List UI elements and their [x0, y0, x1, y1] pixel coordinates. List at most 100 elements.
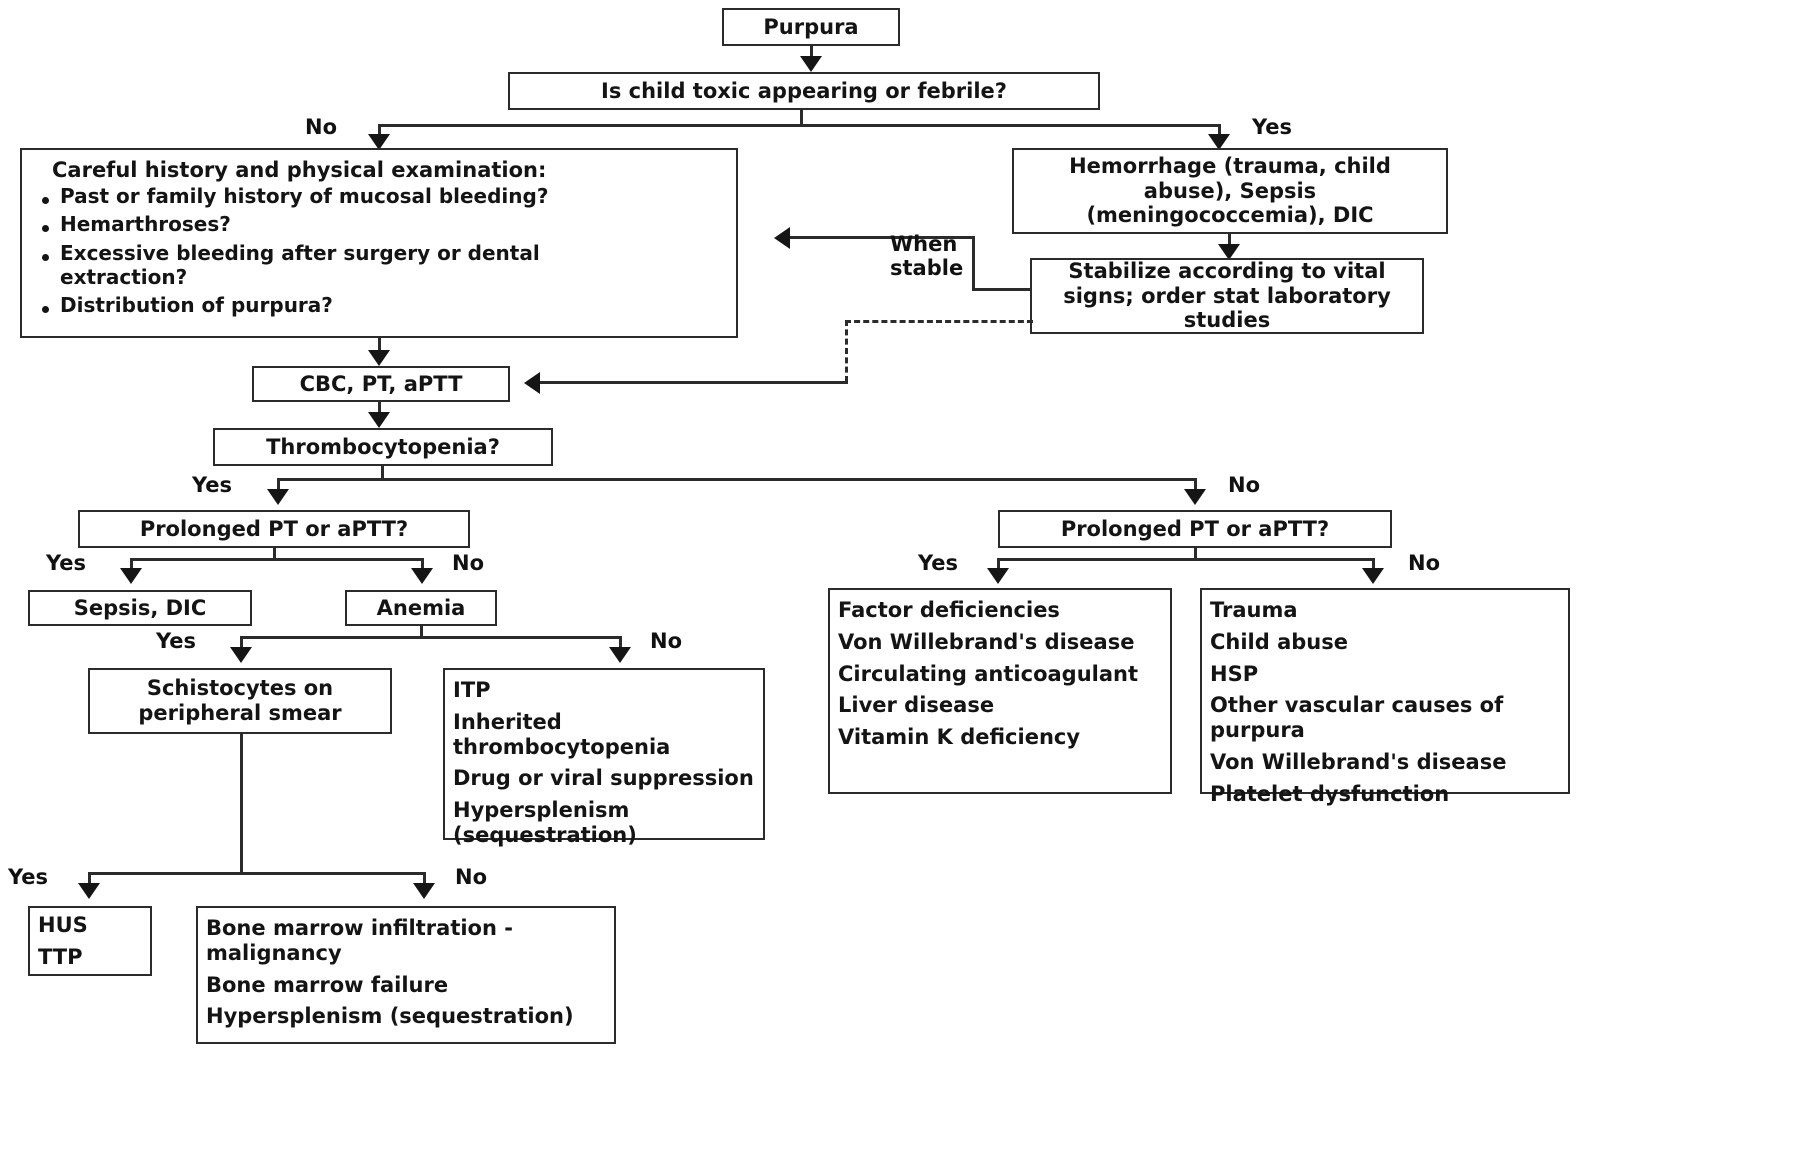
node-bone-marrow-causes: Bone marrow infiltration - malignancy Bo…	[196, 906, 616, 1044]
arrowhead-cbc-to-thrombo	[368, 412, 390, 428]
list-item: Other vascular causes of purpura	[1210, 693, 1504, 743]
list-item: TTP	[38, 944, 83, 969]
node-prolonged-right: Prolonged PT or aPTT?	[998, 510, 1392, 548]
edge-right-pt-yes-drop	[997, 558, 1000, 574]
node-prolonged-right-label: Prolonged PT or aPTT?	[1060, 516, 1330, 541]
edge-history-to-cbc	[378, 338, 381, 360]
list-item: Factor deficiencies	[838, 598, 1060, 622]
edge-label-right-pt-yes: Yes	[918, 551, 959, 575]
list-item: Past or family history of mucosal bleedi…	[42, 184, 620, 209]
list-item: Hemarthroses?	[42, 213, 728, 237]
edge-hemorrhage-to-stabilize	[1228, 234, 1231, 252]
edge-toxic-stem	[800, 110, 803, 126]
arrowhead-right-pt-no	[1362, 568, 1384, 584]
arrowhead-toxic-no	[368, 134, 390, 150]
edge-label-schisto-no: No	[455, 865, 488, 889]
list-item: Von Willebrand's disease	[1210, 749, 1507, 774]
node-history-exam: Careful history and physical examination…	[20, 148, 738, 338]
edge-stabilize-to-cbc-dashed-v	[845, 320, 848, 382]
edge-thrombo-bus	[277, 478, 1197, 481]
list-item: Trauma	[1210, 598, 1298, 622]
list-item: Von Willebrand's disease	[838, 629, 1135, 654]
edge-left-pt-no-drop	[421, 558, 424, 574]
node-hemorrhage-label: Hemorrhage (trauma, child abuse), Sepsis…	[1069, 153, 1391, 228]
node-itp-causes: ITP Inherited thrombocytopenia Drug or v…	[443, 668, 765, 847]
list-item: ITP	[453, 678, 491, 702]
edge-toxic-bus	[378, 124, 1221, 127]
edge-schistocytes-bus	[88, 872, 426, 875]
node-hemorrhage-sepsis-dic: Hemorrhage (trauma, child abuse), Sepsis…	[1012, 148, 1448, 234]
node-stabilize: Stabilize according to vital signs; orde…	[1030, 258, 1424, 334]
node-anemia: Anemia	[345, 590, 497, 626]
node-anemia-label: Anemia	[376, 595, 466, 620]
edge-label-left-pt-yes: Yes	[46, 551, 87, 575]
edge-label-toxic-yes: Yes	[1252, 115, 1293, 139]
arrowhead-toxic-yes	[1208, 134, 1230, 150]
arrowhead-left-pt-yes	[120, 568, 142, 584]
edge-label-right-pt-no: No	[1408, 551, 1441, 575]
edge-anemia-stem	[420, 626, 423, 638]
arrowhead-to-cbc	[524, 372, 540, 394]
history-exam-list: Past or family history of mucosal bleedi…	[30, 184, 728, 318]
arrowhead-when-stable	[774, 227, 790, 249]
edge-stabilize-to-cbc-dashed-h	[845, 320, 1033, 323]
arrowhead-thrombo-yes	[267, 489, 289, 505]
edge-prolonged-right-stem	[1194, 548, 1197, 560]
node-history-exam-title: Careful history and physical examination…	[52, 158, 547, 182]
node-cbc-label: CBC, PT, aPTT	[299, 371, 463, 396]
node-prolonged-left: Prolonged PT or aPTT?	[78, 510, 470, 548]
node-factor-deficiency-causes: Factor deficiencies Von Willebrand's dis…	[828, 588, 1172, 794]
list-item: Distribution of purpura?	[42, 294, 728, 318]
factor-causes-list: Factor deficiencies Von Willebrand's dis…	[830, 590, 1170, 752]
edge-anemia-bus	[240, 636, 622, 639]
edge-left-pt-yes-drop	[130, 558, 133, 574]
edge-anemia-no-drop	[619, 636, 622, 654]
edge-schisto-no-drop	[423, 872, 426, 890]
edge-prolonged-left-bus	[130, 558, 424, 561]
edge-thrombo-stem	[381, 466, 384, 480]
list-item: HSP	[1210, 661, 1259, 686]
arrowhead-anemia-yes	[230, 647, 252, 663]
list-item: Excessive bleeding after surgery or dent…	[42, 241, 640, 289]
arrowhead-schisto-no	[413, 883, 435, 899]
arrowhead-thrombo-no	[1184, 489, 1206, 505]
list-item: Drug or viral suppression	[453, 766, 754, 791]
arrowhead-right-pt-yes	[987, 568, 1009, 584]
hus-ttp-list: HUS TTP	[30, 911, 150, 972]
list-item: Child abuse	[1210, 629, 1348, 654]
node-purpura: Purpura	[722, 8, 900, 46]
edge-stabilize-to-cbc-solid	[538, 381, 848, 384]
node-sepsis-dic: Sepsis, DIC	[28, 590, 252, 626]
edge-label-left-pt-no: No	[452, 551, 485, 575]
itp-causes-list: ITP Inherited thrombocytopenia Drug or v…	[445, 670, 763, 850]
arrowhead-anemia-no	[609, 647, 631, 663]
edge-thrombo-yes-drop	[277, 478, 280, 496]
arrowhead-history-to-cbc	[368, 350, 390, 366]
edge-when-stable-to-history	[790, 236, 974, 239]
edge-right-pt-no-drop	[1372, 558, 1375, 574]
list-item: Hypersplenism (sequestration)	[453, 798, 637, 847]
node-schistocytes: Schistocytes on peripheral smear	[88, 668, 392, 734]
edge-when-stable-horizontal	[972, 288, 1030, 291]
node-toxic-question-label: Is child toxic appearing or febrile?	[601, 78, 1007, 103]
node-sepsis-dic-label: Sepsis, DIC	[73, 595, 207, 620]
edge-label-schisto-yes: Yes	[8, 865, 49, 889]
list-item: Hypersplenism (sequestration)	[206, 1004, 574, 1029]
trauma-causes-list: Trauma Child abuse HSP Other vascular ca…	[1202, 590, 1568, 808]
arrowhead-purpura-to-toxic	[800, 56, 822, 72]
list-item: HUS	[38, 912, 88, 937]
edge-schisto-yes-drop	[88, 872, 91, 890]
list-item: Bone marrow infiltration - malignancy	[206, 916, 513, 965]
edge-schistocytes-stem	[240, 734, 243, 874]
edge-label-thrombo-no: No	[1228, 473, 1261, 497]
list-item: Platelet dysfunction	[1210, 781, 1450, 806]
edge-when-stable-riser	[972, 236, 975, 290]
node-purpura-label: Purpura	[763, 14, 859, 39]
arrowhead-hemorrhage-to-stabilize	[1218, 244, 1240, 260]
list-item: Vitamin K deficiency	[838, 725, 1081, 750]
arrowhead-left-pt-no	[411, 568, 433, 584]
bone-marrow-causes-list: Bone marrow infiltration - malignancy Bo…	[198, 908, 614, 1031]
edge-label-anemia-no: No	[650, 629, 683, 653]
node-hus-ttp: HUS TTP	[28, 906, 152, 976]
